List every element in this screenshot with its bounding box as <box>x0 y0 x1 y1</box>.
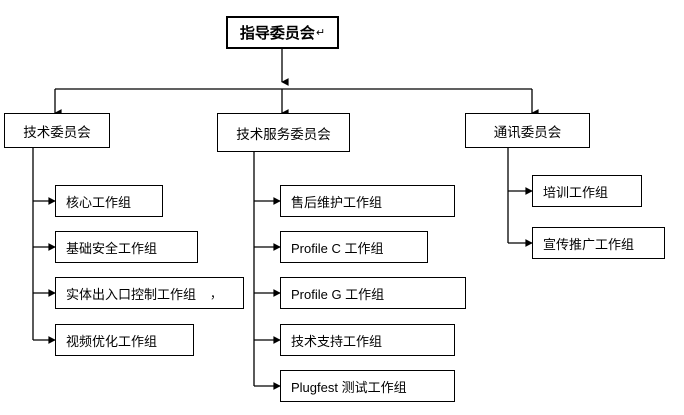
trailing-mark: ， <box>210 286 223 301</box>
node-comm-committee[interactable]: 通讯委员会 <box>465 113 590 148</box>
node-video-optimization-working-group[interactable]: 视频优化工作组 <box>55 324 194 356</box>
node-label: 基础安全工作组 <box>66 240 158 256</box>
node-tech-committee[interactable]: 技术委员会 <box>4 113 110 148</box>
node-label: 售后维护工作组 <box>291 194 383 210</box>
node-tech-service-committee[interactable]: 技术服务委员会 <box>217 113 350 152</box>
node-label: Profile C 工作组 <box>291 240 384 256</box>
node-label: 技术服务委员会 <box>236 126 331 142</box>
node-label: 通讯委员会 <box>493 124 562 140</box>
node-label: Plugfest 测试工作组 <box>291 379 407 395</box>
node-label: Profile G 工作组 <box>291 286 385 302</box>
node-label: 宣传推广工作组 <box>543 236 635 252</box>
node-after-sales-maintenance-working-group[interactable]: 售后维护工作组 <box>280 185 455 217</box>
node-label: 核心工作组 <box>66 194 132 210</box>
node-training-working-group[interactable]: 培训工作组 <box>532 175 642 207</box>
node-label: 实体出入口控制工作组 <box>66 286 197 302</box>
node-label: 培训工作组 <box>543 184 609 200</box>
node-label: 视频优化工作组 <box>66 333 158 349</box>
node-profile-g-working-group[interactable]: Profile G 工作组 <box>280 277 466 309</box>
node-core-working-group[interactable]: 核心工作组 <box>55 185 163 217</box>
node-label: 指导委员会 <box>239 25 315 42</box>
node-label: 技术支持工作组 <box>291 333 383 349</box>
node-basic-security-working-group[interactable]: 基础安全工作组 <box>55 231 198 263</box>
node-promotion-working-group[interactable]: 宣传推广工作组 <box>532 227 665 259</box>
node-technical-support-working-group[interactable]: 技术支持工作组 <box>280 324 455 356</box>
node-label: 技术委员会 <box>23 124 91 140</box>
node-profile-c-working-group[interactable]: Profile C 工作组 <box>280 231 428 263</box>
node-steering-committee[interactable]: 指导委员会↵ <box>226 16 339 49</box>
paragraph-mark-icon: ↵ <box>315 27 326 39</box>
node-plugfest-testing-working-group[interactable]: Plugfest 测试工作组 <box>280 370 455 402</box>
node-physical-access-control-working-group[interactable]: 实体出入口控制工作组 ， <box>55 277 244 309</box>
